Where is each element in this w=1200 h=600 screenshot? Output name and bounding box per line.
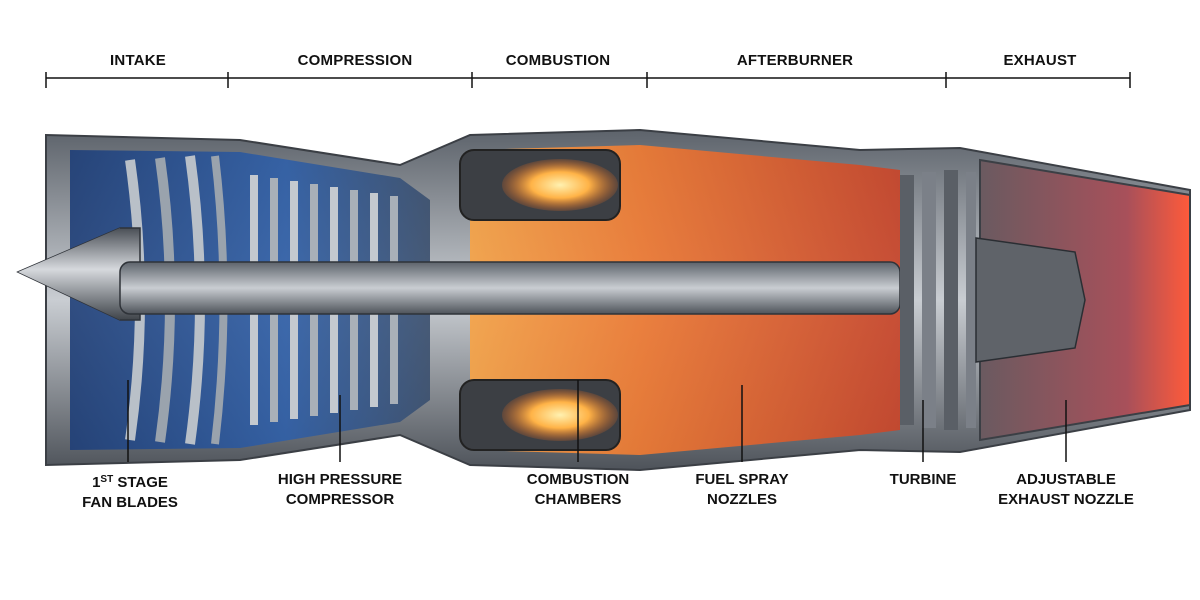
callout-nozzles-line2: NOZZLES: [707, 491, 777, 508]
callout-fuel-spray-nozzles: FUEL SPRAY NOZZLES: [695, 470, 788, 510]
callout-adjustable-exhaust-nozzle: ADJUSTABLE EXHAUST NOZZLE: [998, 470, 1134, 510]
callout-fan-line1-rest: STAGE: [113, 474, 168, 491]
ordinal-number: 1: [92, 474, 101, 491]
section-label-compression: COMPRESSION: [297, 52, 413, 69]
callout-exhaust-line2: EXHAUST NOZZLE: [998, 491, 1134, 508]
callout-compressor-line2: COMPRESSOR: [285, 491, 395, 508]
callout-nozzles-line1: FUEL SPRAY: [695, 471, 789, 488]
section-brackets: [45, 72, 1131, 88]
section-label-afterburner: AFTERBURNER: [736, 52, 854, 69]
callout-turbine-line1: TURBINE: [889, 471, 957, 488]
callout-exhaust-line1: ADJUSTABLE: [1016, 471, 1116, 488]
callout-leaders: [127, 380, 1067, 462]
section-label-combustion: COMBUSTION: [505, 52, 611, 69]
callout-fan-line2: FAN BLADES: [82, 494, 178, 511]
main-shaft: [119, 261, 901, 315]
section-label-intake: INTAKE: [110, 52, 166, 69]
callout-chambers-line1: COMBUSTION: [526, 471, 630, 488]
turbine-wheels: [900, 170, 976, 430]
exhaust-cone: [975, 237, 1086, 363]
combustion-chambers: [459, 149, 621, 451]
callout-compressor-line1: HIGH PRESSURE: [277, 471, 403, 488]
callout-fan-line1: 1ST STAGE: [82, 470, 178, 493]
callout-chambers-line2: CHAMBERS: [534, 491, 622, 508]
callout-fan-blades: 1ST STAGE FAN BLADES: [82, 470, 178, 513]
spinner-tip: [18, 228, 120, 320]
callout-combustion-chambers: COMBUSTION CHAMBERS: [527, 470, 630, 510]
section-label-exhaust: EXHAUST: [1003, 52, 1077, 69]
callout-turbine: TURBINE: [890, 470, 957, 490]
callout-high-pressure-compressor: HIGH PRESSURE COMPRESSOR: [278, 470, 402, 510]
ordinal-suffix: ST: [100, 474, 114, 485]
